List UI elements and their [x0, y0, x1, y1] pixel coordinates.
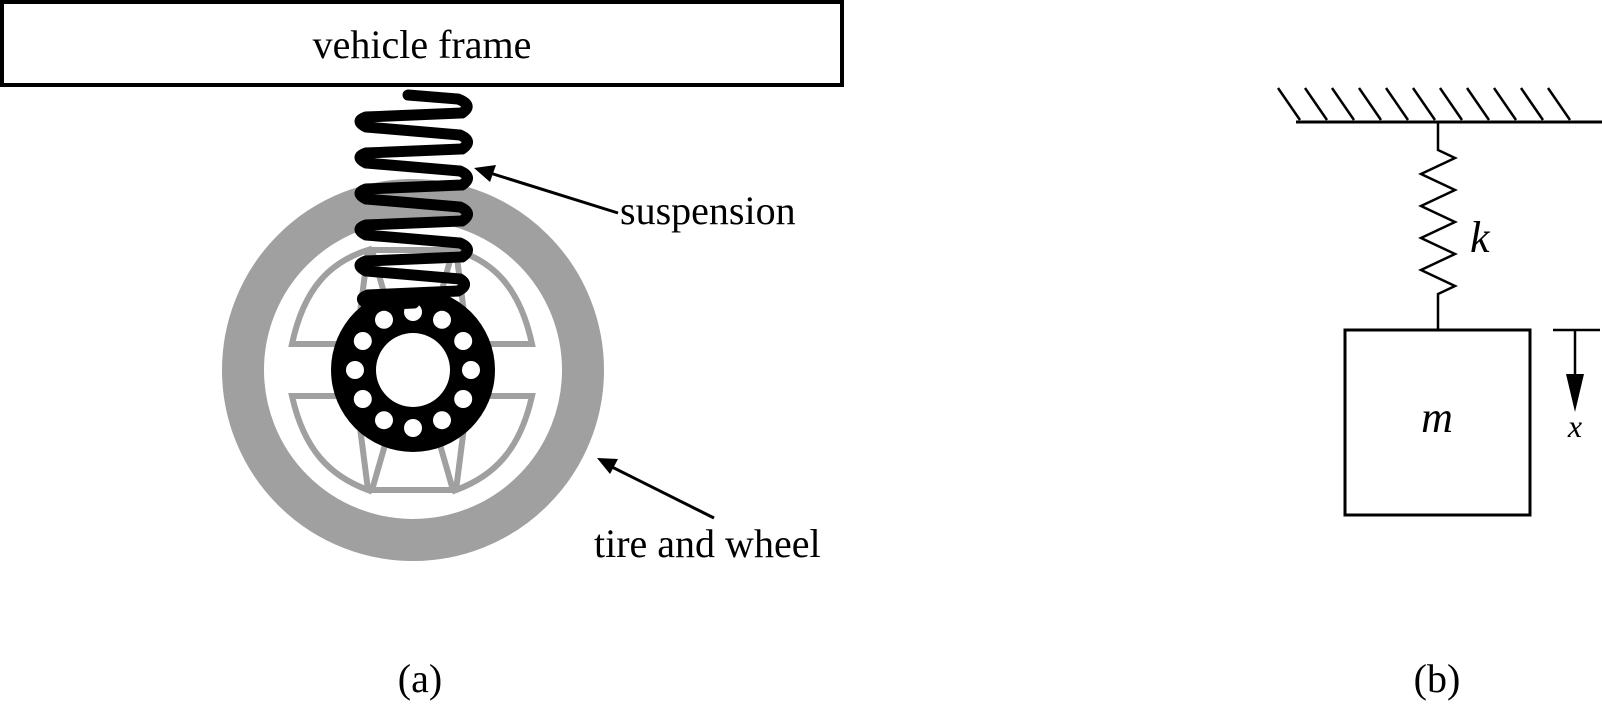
hatch-line: [1492, 87, 1518, 121]
suspension-leader-arrow: [474, 165, 619, 215]
tire-leader-line: [611, 465, 715, 520]
vehicle-frame-label: vehicle frame: [313, 22, 532, 67]
panel-b: k m x (b): [1276, 87, 1602, 701]
bolt-hole: [454, 390, 473, 408]
hatch-line: [1519, 87, 1545, 121]
fixed-support: [1276, 87, 1602, 124]
spring-k: [1418, 122, 1458, 330]
ground-hatching: [1276, 87, 1572, 121]
bolt-hole: [353, 332, 372, 350]
displacement-arrow: [1553, 328, 1600, 412]
hatch-line: [1465, 87, 1491, 121]
hub-center-hole: [376, 333, 450, 407]
tire-and-wheel-label: tire and wheel: [594, 521, 821, 566]
bolt-hole: [454, 332, 473, 350]
suspension-leader-line: [489, 171, 619, 215]
vehicle-frame: vehicle frame: [0, 0, 844, 87]
bolt-hole: [375, 411, 393, 430]
tire-leader-arrow: [597, 458, 715, 520]
caption-b: (b): [1414, 656, 1461, 701]
spoke-top-left: [288, 245, 372, 347]
bolt-hole: [346, 361, 364, 379]
bolt-hole: [433, 411, 451, 430]
hatch-line: [1330, 87, 1356, 121]
mass-block: [1343, 328, 1532, 517]
panel-a: vehicle frame suspension: [0, 0, 844, 701]
bolt-hole: [462, 361, 480, 379]
hatch-line: [1384, 87, 1410, 121]
displacement-arrowhead: [1566, 374, 1584, 412]
bolt-hole: [404, 419, 422, 437]
bolt-hole: [375, 310, 393, 329]
hatch-line: [1303, 87, 1329, 121]
spoke-bottom-left: [288, 393, 372, 495]
mass-label: m: [1421, 393, 1453, 442]
spring-constant-label: k: [1470, 213, 1491, 262]
suspension-spring: [354, 89, 473, 311]
suspension-label: suspension: [620, 188, 796, 233]
suspension-arrowhead: [474, 165, 496, 182]
hatch-line: [1411, 87, 1437, 121]
bolt-hole: [353, 390, 372, 408]
displacement-label: x: [1567, 408, 1582, 444]
tire-and-wheel: [222, 179, 604, 561]
bolt-hole: [433, 310, 451, 329]
hatch-line: [1276, 87, 1302, 121]
hatch-line: [1546, 87, 1572, 121]
vehicle-frame-box: [0, 0, 844, 87]
caption-a: (a): [398, 656, 442, 701]
tire-arrowhead: [597, 458, 618, 474]
hatch-line: [1438, 87, 1464, 121]
hatch-line: [1357, 87, 1383, 121]
